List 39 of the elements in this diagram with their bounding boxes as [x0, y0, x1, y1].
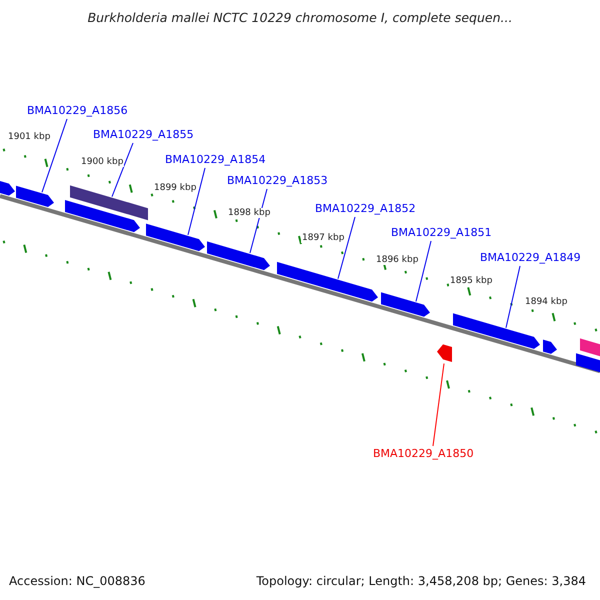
gene-label: BMA10229_A1852 [315, 202, 416, 215]
gene-label: BMA10229_A1849 [480, 251, 581, 264]
gene-feature [0, 181, 15, 196]
gene-label: BMA10229_A1856 [27, 104, 128, 117]
position-label: 1900 kbp [80, 157, 124, 167]
position-label: 1894 kbp [524, 297, 568, 307]
leader-line [506, 266, 520, 328]
gene-feature [576, 353, 600, 372]
gene-label: BMA10229_A1854 [165, 153, 266, 166]
map-title: Burkholderia mallei NCTC 10229 chromosome I, complete sequen... [86, 10, 514, 25]
gene-feature [65, 200, 140, 232]
gene-feature [207, 241, 270, 270]
position-label: 1897 kbp [301, 233, 346, 243]
gene-feature [543, 340, 557, 354]
position-label: 1901 kbp [7, 132, 52, 142]
gene-feature [16, 186, 54, 207]
gene-feature [453, 313, 540, 349]
leader-line [112, 142, 134, 198]
leader-line [188, 168, 206, 236]
position-label: 1898 kbp [227, 208, 272, 218]
gene-feature [580, 338, 600, 356]
gene-feature [70, 185, 148, 220]
footer-text: Topology: circular; Length: 3,458,208 bp; Genes: 3,384 [256, 574, 586, 588]
gene-label: BMA10229_A1850 [373, 447, 474, 460]
gene-label: BMA10229_A1855 [93, 128, 194, 141]
gene-feature [146, 224, 205, 252]
footer-text: Accession: NC_008836 [9, 574, 146, 588]
position-label: 1895 kbp [449, 276, 494, 286]
leader-line [338, 216, 356, 280]
gene-label: BMA10229_A1851 [391, 226, 492, 239]
gene-label: BMA10229_A1853 [227, 174, 328, 187]
position-label: 1899 kbp [153, 183, 198, 193]
gene-feature [437, 344, 452, 362]
gene-feature [381, 292, 430, 317]
leader-line [416, 240, 432, 302]
gene-feature [277, 262, 378, 302]
leader-line [432, 363, 444, 446]
leader-line [42, 118, 68, 193]
position-label: 1896 kbp [375, 255, 420, 265]
